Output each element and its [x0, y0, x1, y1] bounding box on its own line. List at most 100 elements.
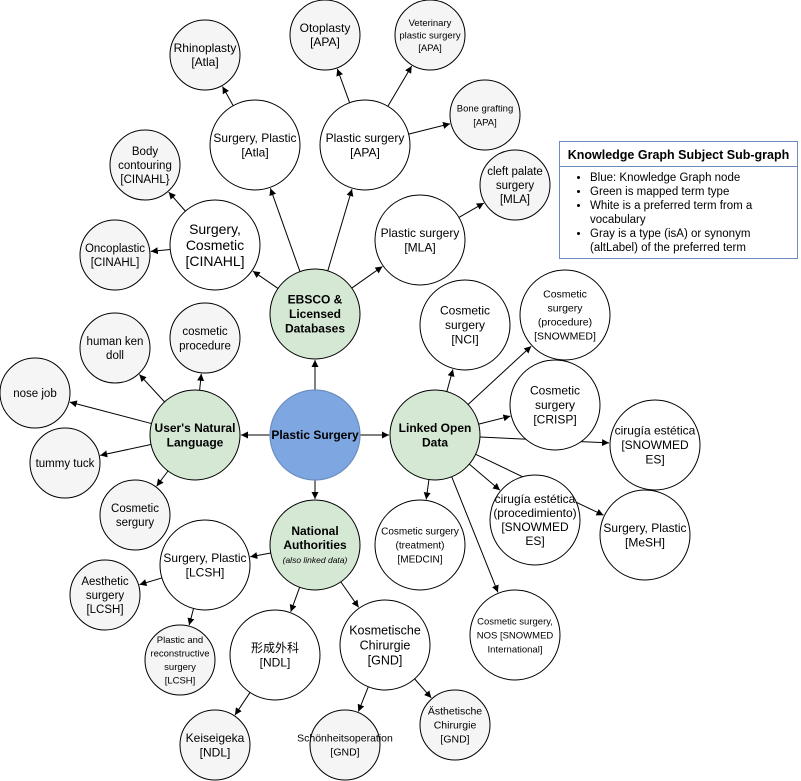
node-label-line: Aesthetic [81, 576, 129, 588]
node-label-line: Chirurgie [434, 720, 477, 732]
node-label-line: Cosmetic [186, 237, 244, 253]
node-label-line: [SNOWMED [501, 520, 569, 534]
node-circle [99, 479, 171, 551]
node-label: Surgery, Plastic[LCSH] [163, 551, 246, 580]
node-circle [179, 709, 251, 781]
node-label-line: [APA] [473, 117, 497, 128]
node-label-line: (treatment) [396, 541, 445, 552]
node-surgery-cosmetic-cinahl: Surgery,Cosmetic[CINAHL] [169, 199, 261, 291]
node-circle [229, 609, 321, 701]
node-surgery-plastic-lcsh: Surgery, Plastic[LCSH] [159, 519, 251, 611]
node-label: Surgery, Plastic[Atla] [213, 131, 296, 160]
node-keiseigeka-ndl: Keiseigeka[NDL] [179, 709, 251, 781]
edge-arrow [289, 587, 301, 612]
node-label: tummy tuck [36, 458, 95, 470]
node-circle [469, 589, 561, 681]
node-label-line: Data [422, 435, 448, 449]
node-label-line: procedure [179, 340, 231, 352]
legend-item: Gray is a type (isA) or synonym (altLabe… [590, 227, 797, 255]
node-circle [79, 219, 151, 291]
node-plastic-surgery: Plastic Surgery [269, 389, 361, 481]
edge-arrow [100, 443, 152, 458]
edge-arrow [451, 476, 499, 593]
node-label-line: Body [132, 146, 158, 158]
node-circle [449, 79, 521, 151]
edge-arrow [408, 122, 451, 135]
edge-arrow [478, 414, 511, 425]
node-label-line: Language [167, 435, 224, 449]
node-label-line: [MLA] [500, 194, 530, 206]
node-circle [374, 194, 466, 286]
node-label-line: surgery [164, 662, 196, 673]
edge-arrow [458, 202, 485, 218]
node-label-line: [CRISP] [533, 413, 576, 427]
node-circle [0, 357, 71, 429]
node-label-line: User's Natural [155, 421, 236, 435]
node-label-line: Veterinary [409, 18, 452, 29]
node-tummy-tuck: tummy tuck [29, 427, 101, 499]
node-label-line: [CINAHL] [185, 253, 244, 269]
node-label-line: Databases [285, 322, 345, 336]
node-circle [269, 268, 361, 360]
node-circle [69, 559, 141, 631]
edge-arrow [197, 373, 205, 391]
edge-arrow [423, 479, 431, 500]
node-label-line: cleft palate [487, 166, 543, 178]
node-label-line: Plastic and [157, 635, 203, 646]
node-label-line: Linked Open [399, 421, 472, 435]
node-label: Rhinoplasty[Atla] [174, 41, 237, 69]
node-label: Surgery, Plastic[MeSH] [603, 521, 686, 550]
edge-arrow [387, 65, 413, 107]
node-label-line: [LCSH] [165, 676, 196, 687]
node-circle [169, 19, 241, 91]
node-label-line: Cosmetic [530, 384, 580, 398]
node-label-line: [CINAHL] [91, 257, 140, 269]
node-circle [169, 302, 241, 374]
node-label-line: surgery [445, 318, 485, 332]
node-plastic-surgery-mla: Plastic surgery[MLA] [374, 194, 466, 286]
node-circle [389, 389, 481, 481]
node-circle [289, 0, 361, 71]
legend-item: Blue: Knowledge Graph node [590, 171, 797, 185]
node-label-line: Keiseigeka [186, 731, 245, 745]
node-label-line: Cosmetic [440, 304, 490, 318]
node-label-line: Kosmetische [349, 623, 421, 637]
node-label-line: [LCSH] [86, 604, 123, 616]
legend: Knowledge Graph Subject Sub-graph Blue: … [559, 141, 798, 259]
edge-arrow [222, 86, 234, 106]
node-label-line: Bone grafting [457, 103, 514, 114]
edge-arrow [234, 692, 251, 716]
node-label-line: [CINAHL} [120, 174, 169, 186]
edge-arrow [351, 266, 383, 289]
legend-item: White is a preferred term from a vocabul… [590, 199, 797, 227]
node-label-line: plastic surgery [399, 30, 460, 41]
node-circle [29, 427, 101, 499]
edge-arrow [139, 577, 163, 586]
node-label-line: [Atla] [191, 55, 218, 69]
node-label: Cosmetic surgery(treatment)[MEDCIN] [381, 527, 459, 566]
node-label: Oncoplastic[CINAHL] [85, 243, 145, 269]
node-label-line: Surgery, Plastic [603, 521, 686, 535]
legend-item: Green is mapped term type [590, 185, 797, 199]
node-label-line: cirugía estética [615, 424, 696, 438]
node-label: nose job [13, 388, 56, 400]
node-label-line: Cosmetic [543, 289, 587, 301]
